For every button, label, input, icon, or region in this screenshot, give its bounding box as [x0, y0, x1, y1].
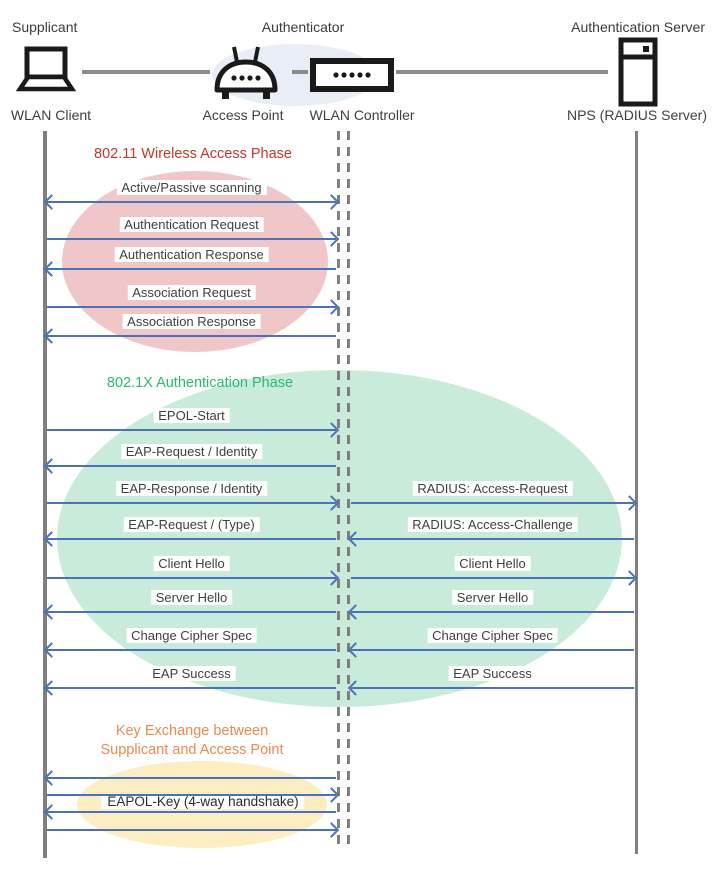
- phase-title-80211: 802.11 Wireless Access Phase: [94, 146, 292, 162]
- connector-ap-controller: [292, 70, 308, 74]
- message-label: Active/Passive scanning: [116, 180, 267, 195]
- message-label: Association Response: [122, 314, 261, 329]
- message-arrow-left: [47, 465, 336, 467]
- lifeline-wlan-controller-left: [337, 131, 340, 851]
- phase-title-8021x: 802.1X Authentication Phase: [106, 375, 294, 391]
- message-label: Client Hello: [454, 556, 531, 571]
- message-arrow-right: [47, 429, 336, 431]
- node-label-nps: NPS (RADIUS Server): [566, 107, 708, 123]
- message-label: RADIUS: Access-Challenge: [407, 517, 578, 532]
- eapol-key-handshake-label: EAPOL-Key (4-way handshake): [101, 794, 305, 809]
- role-authenticator: Authenticator: [261, 19, 345, 35]
- message-arrow-right: [351, 577, 634, 579]
- lifeline-nps-server: [635, 131, 638, 854]
- message-arrow-left: [47, 268, 336, 270]
- message-label: Change Cipher Spec: [126, 628, 257, 643]
- message-arrow-left: [47, 777, 336, 779]
- message-arrow-left: [351, 611, 634, 613]
- message-label: EAP-Response / Identity: [115, 481, 268, 496]
- message-arrow-right: [47, 306, 336, 308]
- wlan-controller-icon: [310, 58, 394, 97]
- message-arrow-left: [47, 649, 336, 651]
- message-arrow-left: [47, 335, 336, 337]
- phase-title-key-exchange: Key Exchange between Supplicant and Acce…: [101, 722, 284, 760]
- message-arrow-left: [47, 687, 336, 689]
- message-arrow-right: [47, 238, 336, 240]
- message-label: Authentication Response: [114, 247, 269, 262]
- message-label: EPOL-Start: [153, 408, 230, 423]
- message-label: Server Hello: [451, 590, 534, 605]
- lifeline-wlan-client: [43, 131, 47, 858]
- message-label: RADIUS: Access-Request: [412, 481, 573, 496]
- access-point-icon: [210, 45, 282, 108]
- message-arrow-right: [351, 502, 634, 504]
- server-icon: [618, 37, 658, 112]
- message-arrow-left: [351, 538, 634, 540]
- lifeline-wlan-controller-right: [347, 131, 350, 851]
- connector-client-ap: [82, 70, 210, 74]
- phase-title-key-exchange-line2: Supplicant and Access Point: [100, 742, 284, 758]
- role-supplicant: Supplicant: [12, 19, 78, 35]
- message-arrow-left: [47, 538, 336, 540]
- message-label: Authentication Request: [119, 217, 264, 232]
- message-arrow-left: [351, 687, 634, 689]
- message-arrow-right: [47, 794, 336, 796]
- message-label: Client Hello: [153, 556, 230, 571]
- message-label: EAP Success: [448, 666, 537, 681]
- message-arrow-right: [47, 829, 336, 831]
- message-arrow-right: [47, 577, 336, 579]
- message-arrow-right: [47, 502, 336, 504]
- node-label-wlan-client: WLAN Client: [10, 107, 92, 123]
- message-label: Server Hello: [150, 590, 233, 605]
- laptop-icon: [10, 46, 80, 107]
- role-authentication-server: Authentication Server: [571, 19, 705, 35]
- node-label-wlan-controller: WLAN Controller: [309, 107, 415, 123]
- message-label: EAP-Request / (Type): [123, 517, 260, 532]
- connector-controller-server: [396, 70, 608, 74]
- message-label: EAP-Request / Identity: [120, 444, 263, 459]
- phase-title-key-exchange-line1: Key Exchange between: [115, 723, 269, 739]
- message-arrow-left: [47, 611, 336, 613]
- message-label: Change Cipher Spec: [427, 628, 558, 643]
- message-arrow-left: [351, 649, 634, 651]
- message-arrow-both: [47, 201, 336, 203]
- node-label-access-point: Access Point: [202, 107, 284, 123]
- message-label: Association Request: [127, 285, 256, 300]
- message-label: EAP Success: [147, 666, 236, 681]
- message-arrow-left: [47, 811, 336, 813]
